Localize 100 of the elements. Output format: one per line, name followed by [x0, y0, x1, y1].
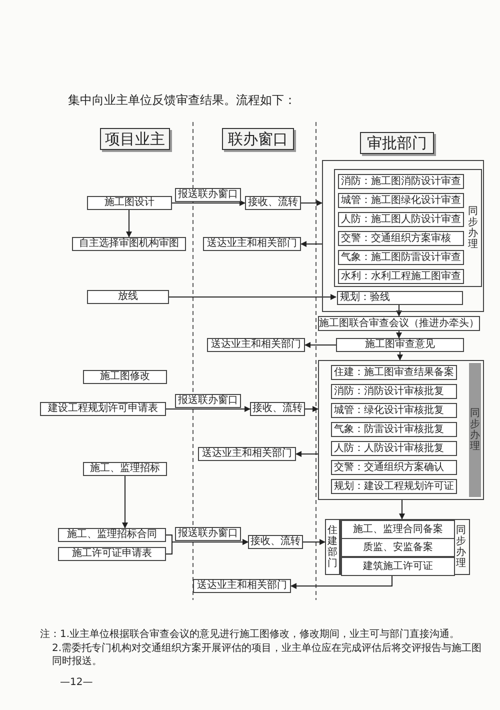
vertical-label: 同步办理	[467, 205, 479, 252]
process-box	[331, 365, 457, 380]
box-label: 城管：施工图绿化设计审查	[341, 194, 461, 206]
process-box	[337, 291, 463, 305]
arrow	[397, 352, 403, 360]
box-label: 水利：水利工程施工图审查	[341, 270, 461, 282]
box-label: 消防：消防设计审核批复	[334, 386, 444, 398]
box-label: 施工图联合审查会议（推进办牵头）	[319, 318, 479, 330]
process-box	[248, 535, 303, 549]
process-box	[245, 196, 301, 210]
box-label: 施工图修改	[100, 371, 150, 383]
box-label: 施工、监理招标	[90, 463, 160, 475]
box-label: 联办窗口	[228, 130, 288, 148]
note-text: 2.需委托专门机构对交通组织方案开展评估的项目，业主单位应在完成评估后将交评报告与施工图同时报送。	[52, 642, 482, 668]
arrow	[166, 539, 248, 554]
column-header	[100, 128, 170, 150]
box-label: 项目业主	[105, 130, 165, 148]
process-box	[250, 402, 305, 416]
box-label: 送达业主和相关部门	[197, 580, 287, 592]
department-box	[325, 519, 340, 575]
arrow	[396, 304, 402, 316]
arrow	[302, 539, 326, 545]
box-label: 交警：交通组织方案确认	[334, 462, 444, 474]
vertical-label: 同步办理	[455, 524, 467, 571]
process-box	[58, 528, 166, 542]
process-box	[341, 520, 455, 539]
box-label: 住建：施工图审查结果备案	[334, 366, 454, 378]
edge-label: 报送联办窗口	[175, 394, 241, 408]
process-box	[58, 547, 166, 561]
sync-group-box	[340, 519, 470, 575]
process-box	[72, 237, 186, 251]
box-label: 消防：施工图消防设计审查	[341, 176, 461, 188]
box-label: 施工许可证申请表	[72, 548, 152, 560]
arrow	[126, 210, 132, 238]
process-box	[338, 250, 464, 265]
box-label: 自主选择审图机构审图	[79, 238, 179, 250]
box-label: 城管：绿化设计审核批复	[334, 404, 444, 416]
arrow	[304, 342, 336, 348]
box-label: 送达业主和相关部门	[202, 448, 292, 460]
box-label: 施工、监理合同备案	[353, 524, 443, 536]
process-box	[83, 370, 167, 384]
process-box	[338, 231, 464, 246]
process-box	[338, 174, 464, 189]
intro-text: 集中向业主单位反馈审查结果。流程如下：	[68, 94, 296, 107]
box-label: 规划：建设工程规划许可证	[334, 480, 454, 492]
process-box	[336, 338, 464, 352]
box-label: 规划：验线	[340, 292, 390, 304]
process-box	[331, 403, 457, 418]
process-box	[331, 422, 457, 437]
box-label: 质监、安监备案	[363, 542, 433, 554]
process-box	[338, 193, 464, 208]
arrow	[168, 294, 336, 300]
page-number: —12—	[60, 676, 93, 689]
sync-group-box	[318, 360, 484, 500]
box-label: 施工、监理招标合同	[67, 529, 157, 541]
box-label: 交警：交通组织方案审核	[341, 232, 451, 244]
arrow	[304, 406, 318, 412]
process-box	[338, 269, 464, 284]
arrow	[290, 574, 392, 589]
vertical-label: 住建部门	[328, 525, 338, 569]
box-label: 气象：施工图防雷设计审查	[341, 252, 461, 264]
box-label: 建设工程规划许可申请表	[48, 403, 158, 415]
note-text: 注：1.业主单位根据联合审查会议的意见进行施工图修改，修改期间，业主可与部门直接沟通。	[40, 628, 460, 641]
process-box	[341, 538, 455, 557]
edge-label: 报送联办窗口	[175, 527, 241, 541]
box-label: 施工图审查意见	[365, 339, 435, 351]
vertical-label: 同步办理	[469, 363, 481, 497]
box-label: 放线	[118, 291, 138, 303]
process-box	[331, 441, 457, 456]
box-label: 建筑施工许可证	[363, 560, 433, 572]
group-box	[322, 160, 484, 312]
process-box	[341, 557, 455, 576]
process-box	[193, 579, 291, 593]
process-box	[83, 462, 167, 476]
arrow	[300, 200, 322, 206]
process-box	[87, 290, 169, 304]
process-box	[331, 384, 457, 399]
process-box	[198, 447, 296, 461]
process-box	[40, 402, 166, 416]
box-label: 送达业主和相关部门	[211, 339, 301, 351]
arrow	[300, 241, 322, 247]
process-box	[203, 237, 301, 251]
column-header	[222, 128, 294, 150]
box-label: 接收、流转	[250, 536, 300, 548]
arrow	[296, 451, 318, 457]
box-label: 施工图设计	[104, 197, 154, 209]
box-label: 气象：防雷设计审核批复	[334, 424, 444, 436]
arrow	[166, 406, 250, 412]
box-label: 人防：施工图人防设计审查	[341, 214, 461, 226]
arrow	[396, 330, 402, 338]
process-box	[331, 460, 457, 475]
sync-group-box	[334, 169, 482, 287]
arrow	[399, 500, 405, 520]
process-box	[338, 212, 464, 227]
box-label: 接收、流转	[252, 403, 302, 415]
box-label: 审批部门	[367, 134, 427, 152]
process-box	[331, 479, 457, 494]
edge-label: 报送联办窗口	[175, 188, 241, 202]
process-box	[87, 196, 172, 210]
box-label: 送达业主和相关部门	[207, 238, 297, 250]
